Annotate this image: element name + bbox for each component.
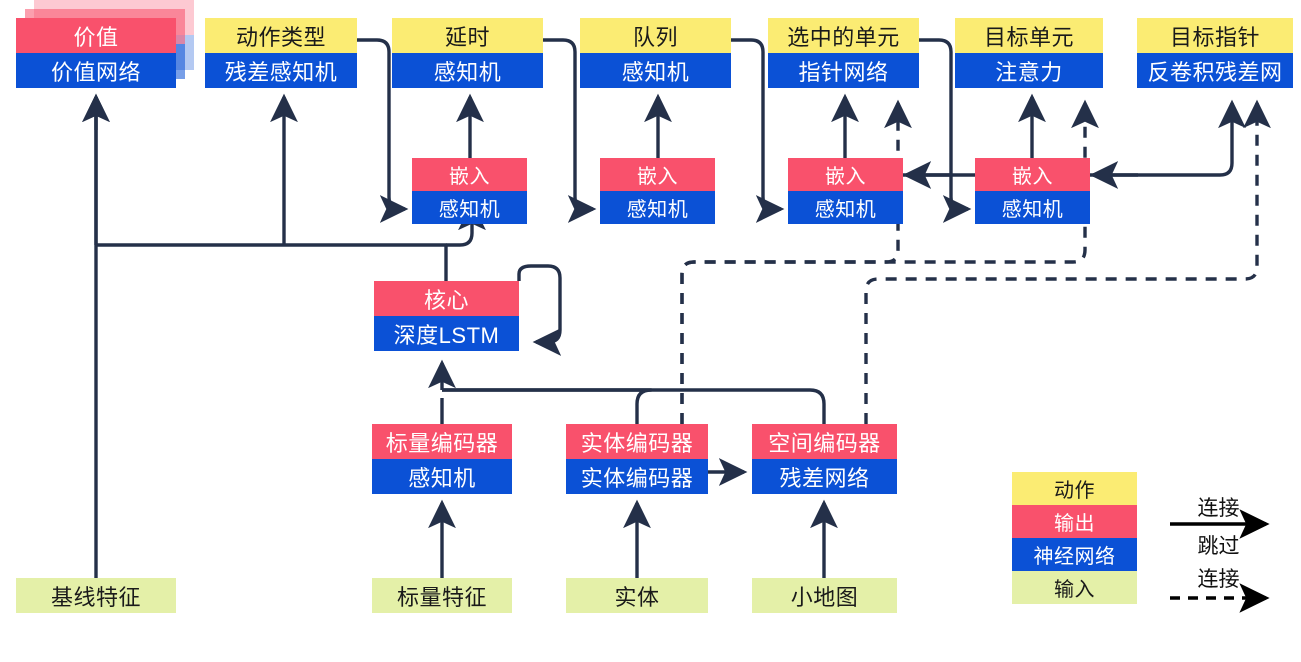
node-target-point-action-tier: 目标指针 [1137, 18, 1293, 53]
input-minimap-label: 小地图 [752, 578, 897, 613]
input-minimap[interactable]: 小地图 [752, 578, 897, 613]
input-baseline-features-label: 基线特征 [16, 578, 176, 613]
node-embed-3[interactable]: 嵌入感知机 [788, 158, 903, 224]
node-spatial-encoder-network-tier: 残差网络 [752, 459, 897, 494]
node-core[interactable]: 核心深度LSTM [374, 281, 519, 351]
node-queued-action-tier: 队列 [580, 18, 731, 53]
node-embed-1-output-tier: 嵌入 [412, 158, 527, 191]
input-entities[interactable]: 实体 [566, 578, 708, 613]
node-spatial-encoder-output-tier: 空间编码器 [752, 424, 897, 459]
node-queued[interactable]: 队列感知机 [580, 18, 731, 88]
node-target-point-network-tier: 反卷积残差网 [1137, 53, 1293, 88]
node-core-network-tier: 深度LSTM [374, 316, 519, 351]
node-spatial-encoder[interactable]: 空间编码器残差网络 [752, 424, 897, 494]
node-entity-encoder[interactable]: 实体编码器实体编码器 [566, 424, 708, 494]
node-core-output-tier: 核心 [374, 281, 519, 316]
node-entity-encoder-output-tier: 实体编码器 [566, 424, 708, 459]
legend-skip-connection-label-line2: 连接 [1197, 568, 1240, 591]
legend-action: 动作 [1012, 472, 1137, 505]
node-delay-action-tier: 延时 [392, 18, 543, 53]
node-selected-units-network-tier: 指针网络 [768, 53, 919, 88]
node-embed-4-output-tier: 嵌入 [975, 158, 1090, 191]
input-baseline-features[interactable]: 基线特征 [16, 578, 176, 613]
node-target-point[interactable]: 目标指针反卷积残差网 [1137, 18, 1293, 88]
node-delay-network-tier: 感知机 [392, 53, 543, 88]
node-embed-1-network-tier: 感知机 [412, 191, 527, 224]
node-value-network-tier: 价值网络 [16, 53, 176, 88]
node-action-type-action-tier: 动作类型 [205, 18, 357, 53]
node-embed-4[interactable]: 嵌入感知机 [975, 158, 1090, 224]
node-target-unit-action-tier: 目标单元 [955, 18, 1103, 53]
node-action-type[interactable]: 动作类型残差感知机 [205, 18, 357, 88]
node-embed-3-output-tier: 嵌入 [788, 158, 903, 191]
legend-input: 输入 [1012, 571, 1137, 604]
input-scalar-features[interactable]: 标量特征 [372, 578, 512, 613]
node-action-type-network-tier: 残差感知机 [205, 53, 357, 88]
input-scalar-features-label: 标量特征 [372, 578, 512, 613]
legend-output: 输出 [1012, 505, 1137, 538]
node-scalar-encoder[interactable]: 标量编码器感知机 [372, 424, 512, 494]
legend-nn: 神经网络 [1012, 538, 1137, 571]
legend-skip-connection-label-line1: 跳过 [1197, 535, 1240, 558]
node-scalar-encoder-network-tier: 感知机 [372, 459, 512, 494]
node-selected-units[interactable]: 选中的单元指针网络 [768, 18, 919, 88]
node-value-output-tier: 价值 [16, 18, 176, 53]
node-selected-units-action-tier: 选中的单元 [768, 18, 919, 53]
node-embed-2-output-tier: 嵌入 [600, 158, 715, 191]
node-queued-network-tier: 感知机 [580, 53, 731, 88]
node-delay[interactable]: 延时感知机 [392, 18, 543, 88]
node-target-unit-network-tier: 注意力 [955, 53, 1103, 88]
node-scalar-encoder-output-tier: 标量编码器 [372, 424, 512, 459]
node-embed-4-network-tier: 感知机 [975, 191, 1090, 224]
node-embed-1[interactable]: 嵌入感知机 [412, 158, 527, 224]
node-value[interactable]: 价值价值网络 [16, 18, 176, 88]
node-embed-2-network-tier: 感知机 [600, 191, 715, 224]
node-embed-3-network-tier: 感知机 [788, 191, 903, 224]
node-entity-encoder-network-tier: 实体编码器 [566, 459, 708, 494]
input-entities-label: 实体 [566, 578, 708, 613]
node-embed-2[interactable]: 嵌入感知机 [600, 158, 715, 224]
legend-connection-label: 连接 [1197, 497, 1240, 520]
node-target-unit[interactable]: 目标单元注意力 [955, 18, 1103, 88]
legend: 动作输出神经网络输入 [1012, 472, 1137, 604]
